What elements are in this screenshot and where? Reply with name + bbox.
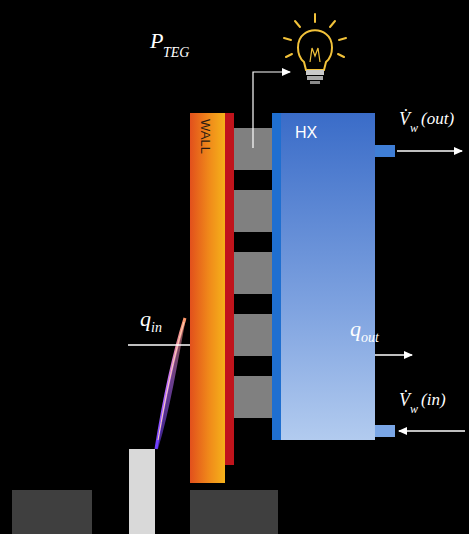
- heat-subscript: out: [361, 331, 379, 345]
- inlet-pipe: [375, 425, 395, 437]
- flow-subscript: w: [410, 122, 418, 134]
- heat-subscript: in: [151, 321, 162, 335]
- flow-qualifier: (in): [421, 391, 446, 408]
- teg-modules: [234, 128, 272, 418]
- flow-symbol: V̇: [399, 110, 410, 128]
- node-label: HX: [295, 125, 317, 141]
- flow-subscript: w: [410, 403, 418, 415]
- heat-symbol: q: [140, 308, 151, 330]
- hot-plate: [225, 113, 234, 465]
- flow-qualifier: (out): [421, 110, 454, 127]
- ground-block: [190, 490, 278, 534]
- flame: [156, 318, 185, 449]
- burner: [129, 449, 155, 534]
- power-symbol: P: [150, 30, 163, 52]
- node-label: WALL: [199, 119, 212, 154]
- outflow-arrow: [397, 150, 462, 152]
- ground-block: [12, 490, 92, 534]
- cold-plate: [272, 113, 281, 440]
- outlet-pipe: [375, 145, 395, 157]
- inflow-arrow: [399, 430, 465, 432]
- wall: WALL: [190, 113, 225, 483]
- flame-core: [158, 322, 184, 440]
- flow-symbol: V̇: [399, 391, 410, 409]
- heat-exchanger: HX: [281, 113, 375, 440]
- light-bulb: [284, 14, 346, 84]
- power-subscript: TEG: [163, 46, 189, 60]
- flame-glow: [156, 318, 186, 449]
- heat-symbol: q: [350, 318, 361, 340]
